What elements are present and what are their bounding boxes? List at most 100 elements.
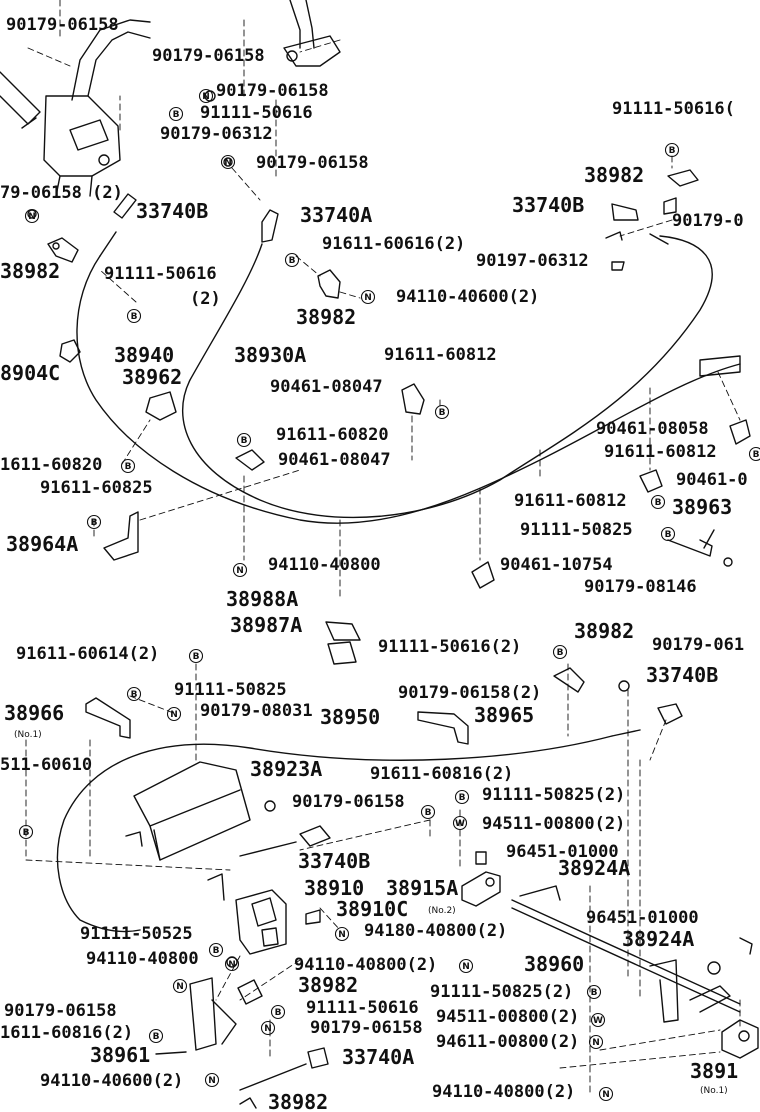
bracket-38964a [103,511,139,561]
part-label: 91111-50616 [104,264,217,284]
callout-b-badge: B [270,1004,286,1020]
callout-n-badge: N [204,1072,220,1088]
callout-letter: B [753,450,760,460]
clip-38982-upper-left [47,237,79,263]
part-label: 511-60610 [0,755,93,775]
part-label: 91611-60812 [604,442,717,462]
callout-letter: B [23,828,30,838]
callout-n-badge: N [598,1086,614,1102]
part-label: 91111-50616 [306,998,419,1018]
part-label: 33740B [646,663,719,687]
callout-letter: N [176,982,184,992]
part-label: 90179-06158 [216,81,329,101]
cable-38940 [76,255,741,524]
part-label: 91611-60816(2) [370,764,514,784]
part-label: 90197-06312 [476,251,589,271]
part-label: 91611-60825 [40,478,153,498]
note-label: (No.1) [700,1086,728,1096]
callout-letter: N [364,293,372,303]
note-label: (No.1) [14,730,42,740]
part-label: 38962 [122,365,183,389]
callout-letter: B [669,146,676,156]
callout-letter: B [131,690,138,700]
part-label: 91111-50825(2) [482,785,626,805]
part-label: 38982 [298,973,359,997]
part-label: 38982 [296,305,357,329]
bracket-38962 [145,391,177,421]
callout-letter: B [289,256,296,266]
callout-n-badge: N [220,154,236,170]
callout-b-badge: B [586,984,602,1000]
callout-n-badge: N [334,926,350,942]
part-label: 90461-0 [676,470,748,490]
part-label: 90179-06158(2) [398,683,542,703]
leader-lines-upper [27,0,741,601]
callout-b-badge: B [650,494,666,510]
callout-n-badge: N [260,1020,276,1036]
cable-end-33740b-right [605,169,699,271]
part-label: 38924A [622,927,695,951]
callout-n-badge: N [458,958,474,974]
callout-letter: B [173,110,180,120]
callout-b-badge: B [86,514,102,530]
part-label: 96451-01000 [506,842,619,862]
note-label: (No.2) [428,906,456,916]
callout-letter: B [275,1008,282,1018]
bracket-38965 [417,711,469,745]
part-label: 94110-40800(2) [432,1082,576,1102]
callout-b-badge: B [148,1028,164,1044]
callout-letter: N [338,930,346,940]
part-label: 38940 [114,343,175,367]
part-label: 90179-06158 [152,46,265,66]
callout-b-badge: B [18,824,34,840]
cable-end-33740b-lower-left [239,825,331,857]
callout-n-badge: N [166,706,182,722]
callout-letter: B [153,1032,160,1042]
callout-n-badge: N [172,978,188,994]
callout-letter: B [213,946,220,956]
bracket-38961 [155,977,237,1055]
callout-n-badge: N [198,88,214,104]
part-label: 38923A [250,757,323,781]
callout-letter: B [241,436,248,446]
part-label: 94511-00800(2) [436,1007,580,1027]
cable-38950 [56,735,613,933]
callout-letter: B [193,652,200,662]
callout-letter: B [557,648,564,658]
part-label: (2) [190,289,221,309]
cable-end-33740b-lower-right [657,703,683,725]
callout-letter: B [591,988,598,998]
callout-b-badge: B [664,142,680,158]
callout-letter: B [91,518,98,528]
part-label: 91111-50825 [520,520,633,540]
callout-b-badge: B [208,942,224,958]
part-label: 38960 [524,952,585,976]
part-label: 94110-40800 [86,949,199,969]
part-label: 91611-60616(2) [322,234,466,254]
part-label: 94511-00800(2) [482,814,626,834]
cable-end-33740a-lower [239,1047,329,1109]
part-label: 38950 [320,705,381,729]
part-label: 90179-06312 [160,124,273,144]
callout-w-badge: W [590,1012,606,1028]
callout-letter: B [665,530,672,540]
part-label: 90461-10754 [500,555,613,575]
callout-letter: B [131,312,138,322]
part-label: 38963 [672,495,733,519]
callout-letter: B [439,408,446,418]
callout-w-badge: W [452,815,468,831]
callout-n-badge: N [24,208,40,224]
callout-letter: N [602,1090,610,1100]
part-label: 94110-40800(2) [294,955,438,975]
part-label: 1611-60820 [0,455,103,475]
callout-b-badge: B [126,686,142,702]
callout-letter: N [28,212,36,222]
part-label: 94611-00800(2) [436,1032,580,1052]
callout-letter: N [236,566,244,576]
upper-lever [204,0,341,102]
grommet-38904c [59,339,81,363]
part-label: 90179-061 [652,635,745,655]
part-label: 79-06158 (2) [0,183,123,203]
